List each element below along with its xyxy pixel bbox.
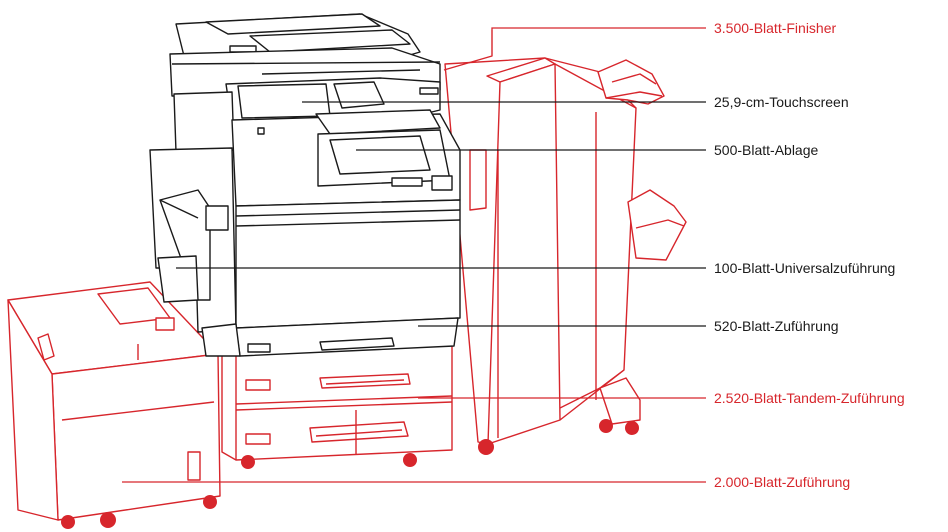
finisher-3500	[443, 30, 687, 445]
base-printer	[149, 13, 461, 357]
leader-finisher	[491, 27, 706, 30]
label-output-tray: 500-Blatt-Ablage	[714, 142, 819, 158]
hcf-casters	[61, 495, 217, 529]
tandem-casters	[241, 453, 417, 469]
hcf-2000	[7, 281, 221, 521]
leader-lines	[122, 27, 706, 483]
label-tandem: 2.520-Blatt-Tandem-Zuführung	[714, 390, 905, 406]
label-finisher: 3.500-Blatt-Finisher	[714, 20, 837, 36]
label-520-tray: 520-Blatt-Zuführung	[714, 318, 839, 334]
label-touchscreen: 25,9-cm-Touchscreen	[714, 94, 849, 110]
finisher-casters	[478, 419, 639, 455]
label-hcf: 2.000-Blatt-Zuführung	[714, 474, 851, 490]
label-bypass: 100-Blatt-Universalzuführung	[714, 260, 896, 276]
